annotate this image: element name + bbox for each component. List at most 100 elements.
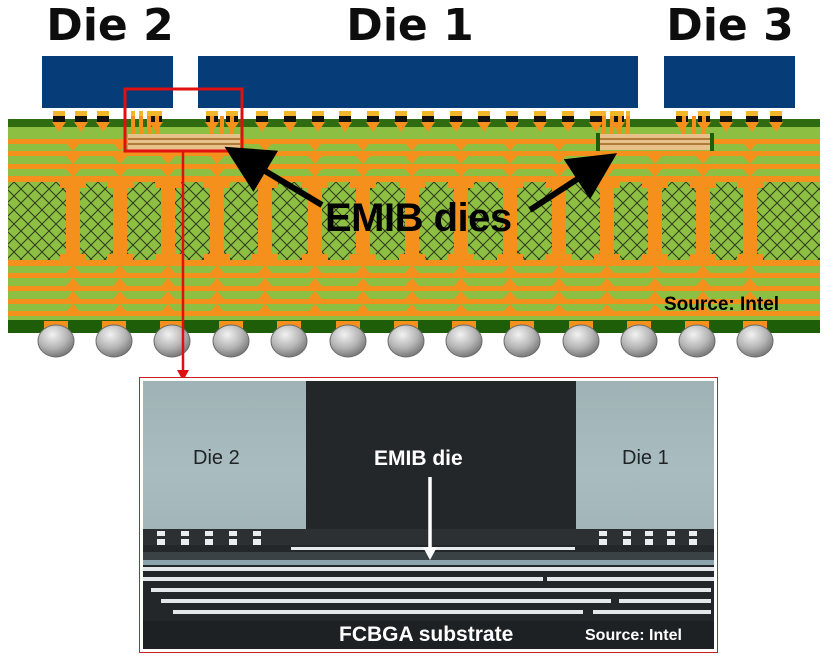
microvia [405,278,419,286]
bump-via [719,122,733,132]
bump-via [74,122,88,132]
bump-pad [395,116,407,122]
microvia [696,304,710,312]
via-cap [107,182,133,188]
bump-via [769,122,783,132]
bump-cap [395,111,407,116]
emib-micro-bump [147,111,151,116]
microvia [552,265,566,273]
bump-via [311,122,325,132]
bump-cap [746,111,758,116]
die-2-region [143,381,306,529]
bump-via [366,122,380,132]
bump-pad [312,116,324,122]
bump-pad [284,116,296,122]
micrograph: Die 2 Die 1 EMIB die FCBGA substrate Sou… [143,381,714,649]
microvia [552,291,566,299]
microvia [66,143,80,151]
microvia [66,169,80,177]
bump-pad [770,116,782,122]
emib-micro-bump-via [210,116,214,134]
connector-arrowhead [177,370,189,381]
via-cap [497,182,523,188]
microvia [503,278,517,286]
via-cap [594,254,620,260]
microvia [113,304,127,312]
emib-micro-bump [618,111,622,116]
microvia [161,278,175,286]
bump-pad [450,116,462,122]
core-via [210,188,224,256]
microvia [258,278,272,286]
microvia [743,278,757,286]
bump-via [394,122,408,132]
microvia [161,304,175,312]
bump-cap [534,111,546,116]
bump-pad [422,116,434,122]
via-cap [399,182,425,188]
microvia [743,156,757,164]
solder-ball [37,324,75,358]
bump-via [283,122,297,132]
bump-pad [53,116,65,122]
microvia [648,265,662,273]
microvia [503,156,517,164]
bump-via [421,122,435,132]
bump-cap [506,111,518,116]
via-cap [155,182,181,188]
bump-via [561,122,575,132]
bump-cap [226,111,238,116]
via-cap [737,254,763,260]
microvia [356,169,370,177]
microvia [503,143,517,151]
microvia [210,156,224,164]
via-cap [737,182,763,188]
microvia [648,304,662,312]
bump-cap [256,111,268,116]
die-1-label: Die 1 [346,0,474,51]
solder-ball [329,324,367,358]
substrate-layers [143,552,714,649]
microvia [648,291,662,299]
callout-arrow-right [528,153,618,213]
microvia [552,156,566,164]
microvia [258,265,272,273]
bump-cap [422,111,434,116]
bump-pad [534,116,546,122]
microvia [356,304,370,312]
microvia [356,156,370,164]
emib-micro-bump-via [682,116,686,134]
emib-micro-bump-via [147,116,151,134]
core-via [648,188,662,256]
via-cap [690,254,716,260]
microvia [552,278,566,286]
bump-cap [367,111,379,116]
microvia [356,278,370,286]
microvia [454,291,468,299]
solder-ball [153,324,191,358]
microvia [503,304,517,312]
solder-ball [270,324,308,358]
solder-balls [37,321,774,358]
via-cap [546,254,572,260]
microvia [113,169,127,177]
bump-cap [676,111,688,116]
microvia [648,169,662,177]
bump-cap [478,111,490,116]
emib-micro-bump-via [220,116,224,134]
die-3-block [664,56,795,108]
microvia [503,169,517,177]
microvia [66,156,80,164]
core-via [405,188,419,256]
core-via [743,188,757,256]
bump-pad [75,116,87,122]
core-via [356,188,370,256]
core-via [503,188,517,256]
via-cap [350,254,376,260]
core-via [113,188,127,256]
emib-micro-bump-via [131,116,135,134]
solder-ball [445,324,483,358]
micrograph-die-1-label: Die 1 [622,447,669,469]
source-label-top: Source: Intel [664,294,780,315]
micrograph-source-label: Source: Intel [585,627,682,644]
